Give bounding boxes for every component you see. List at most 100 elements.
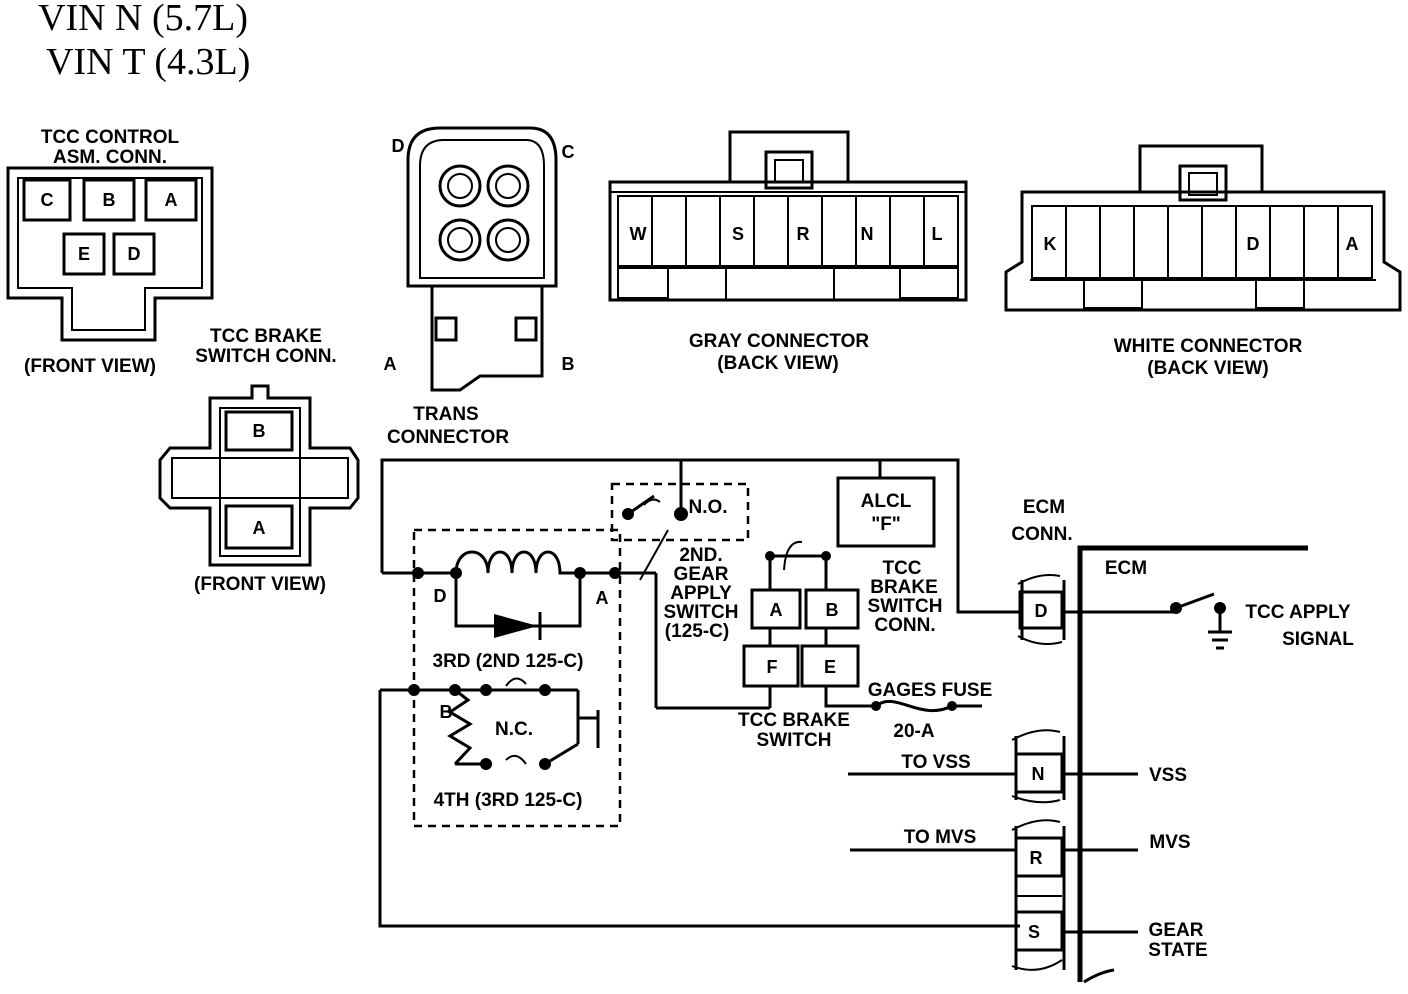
no-switch-dashed-box bbox=[610, 482, 750, 542]
to-vss-label: TO VSS bbox=[901, 752, 970, 773]
node-third-contact-2 bbox=[539, 684, 551, 696]
trans-connector: D C A B TRANS CONNECTOR bbox=[384, 126, 575, 448]
node-fourth-contact-2 bbox=[539, 758, 551, 770]
trans-cavity-b-inner bbox=[495, 227, 521, 253]
white-conn-title-2: (BACK VIEW) bbox=[1147, 358, 1268, 379]
brake-conn-title-2: SWITCH CONN. bbox=[195, 346, 336, 367]
trans-cavity-a bbox=[438, 218, 482, 262]
gray-pin-w-label: W bbox=[630, 224, 647, 244]
brake-switch-top-wires bbox=[768, 554, 828, 590]
white-cavity bbox=[1337, 205, 1373, 279]
no-switch-arrow bbox=[643, 498, 661, 506]
gear-state-label-1: GEAR bbox=[1149, 920, 1204, 941]
gray-conn-latch bbox=[764, 150, 814, 190]
trans-cavity-d bbox=[438, 164, 482, 208]
resistor-b-label: B bbox=[440, 702, 453, 722]
trans-conn-title-1: TRANS bbox=[413, 404, 478, 425]
white-connector: K D A WHITE CONNECTOR (BACK VIEW) bbox=[1004, 144, 1402, 379]
ecm-conn-label-2: CONN. bbox=[1011, 524, 1072, 545]
ecm-conn-label-1: ECM bbox=[1023, 497, 1065, 518]
tcc-pin-b bbox=[82, 178, 136, 222]
node-third-left bbox=[408, 684, 420, 696]
gray-cavity bbox=[685, 195, 721, 267]
gray-pin-r-label: R bbox=[797, 224, 810, 244]
tcc-schematic: ALCL "F" N.O. 2ND. GEAR APPLY SWITCH (12… bbox=[378, 458, 1354, 984]
fourth-switch-label: 4TH (3RD 125-C) bbox=[434, 790, 583, 811]
trans-cavity-d-inner bbox=[447, 173, 473, 199]
brake-conn-horizontal-inner bbox=[171, 457, 349, 499]
gear-switch-label-4: SWITCH bbox=[664, 602, 739, 623]
white-conn-body bbox=[1004, 190, 1402, 312]
brake-switch-label-1: TCC BRAKE bbox=[738, 710, 850, 731]
gear-switch-label-5: (125-C) bbox=[665, 621, 729, 642]
resistor-b bbox=[447, 688, 473, 766]
gray-conn-cavities bbox=[617, 195, 959, 267]
tcc-control-title-1: TCC CONTROL bbox=[41, 127, 180, 148]
gray-pin-n-label: N bbox=[861, 224, 874, 244]
gray-pin-l-label: L bbox=[932, 224, 943, 244]
ecm-connector-bottom: N R S bbox=[1011, 729, 1066, 971]
brake-conn-title-1: TCC BRAKE bbox=[210, 326, 322, 347]
gear-switch-label-1: 2ND. bbox=[679, 545, 722, 566]
white-conn-title-1: WHITE CONNECTOR bbox=[1114, 336, 1303, 357]
alcl-box bbox=[836, 476, 936, 548]
brake-conn-vertical-inner bbox=[219, 407, 301, 557]
brake-conn-pin-a-label: A bbox=[253, 518, 266, 538]
white-cavity bbox=[1201, 205, 1237, 279]
ecm-pin-r-box bbox=[1014, 836, 1064, 878]
brake-pin-e-box bbox=[800, 644, 860, 688]
brake-pin-f-label: F bbox=[767, 657, 778, 677]
trans-conn-body bbox=[406, 126, 558, 288]
brake-pin-e-label: E bbox=[824, 657, 836, 677]
trans-conn-title-2: CONNECTOR bbox=[387, 427, 509, 448]
ecm-conn-top-body bbox=[1020, 580, 1066, 640]
alcl-label-1: ALCL bbox=[861, 491, 912, 512]
gray-connector: W S R N L GRAY CONNECTOR (BACK VIEW) bbox=[608, 130, 968, 374]
gear-switch-label-2: GEAR bbox=[674, 564, 729, 585]
white-pin-a-label: A bbox=[1346, 234, 1359, 254]
wire-top-bus bbox=[380, 458, 1020, 614]
tcc-pin-a bbox=[144, 178, 198, 222]
trans-pin-c-label: C bbox=[562, 142, 575, 162]
white-cavity bbox=[1269, 205, 1305, 279]
fourth-switch-arrow bbox=[505, 754, 527, 765]
ecm-pin-s-label: S bbox=[1028, 922, 1040, 942]
node-solenoid-d-outer bbox=[412, 567, 424, 579]
tcc-pin-d bbox=[112, 232, 156, 276]
white-conn-latch-inner bbox=[1188, 172, 1218, 196]
vin-line-2: VIN T (4.3L) bbox=[46, 41, 250, 83]
tcc-control-inner-outline bbox=[17, 177, 203, 331]
trans-cavity-c-inner bbox=[495, 173, 521, 199]
third-switch-label: 3RD (2ND 125-C) bbox=[433, 651, 584, 672]
wire-gear-state bbox=[378, 690, 1020, 928]
fuse-label-2: 20-A bbox=[893, 721, 934, 742]
tcc-pin-c-label: C bbox=[41, 190, 54, 210]
brake-conn-label-1: TCC bbox=[882, 558, 921, 579]
gray-cavity bbox=[821, 195, 857, 267]
trans-cavity-a-inner bbox=[447, 227, 473, 253]
brake-conn-label-4: CONN. bbox=[874, 615, 935, 636]
trans-pin-a-label: A bbox=[384, 354, 397, 374]
solenoid-coil bbox=[454, 550, 562, 575]
brake-node-right bbox=[821, 551, 831, 561]
brake-switch-arrow bbox=[783, 540, 803, 571]
gray-conn-foot-left bbox=[617, 267, 669, 299]
node-solenoid-a-outer bbox=[609, 567, 621, 579]
brake-pin-a-box bbox=[750, 588, 802, 630]
trans-internal-dashed-box bbox=[412, 528, 622, 828]
brake-conn-pin-a bbox=[224, 504, 294, 550]
tcc-pin-a-label: A bbox=[165, 190, 178, 210]
gray-cavity bbox=[651, 195, 687, 267]
fuse-symbol bbox=[875, 699, 953, 713]
white-pin-d-label: D bbox=[1247, 234, 1260, 254]
fuse-label-1: GAGES FUSE bbox=[868, 680, 993, 701]
white-pin-k-label: K bbox=[1044, 234, 1057, 254]
wire-brake-e-to-fuse bbox=[824, 686, 874, 708]
brake-pin-a-label: A bbox=[770, 600, 783, 620]
white-conn-foot-right bbox=[1255, 279, 1305, 309]
tcc-control-outline bbox=[6, 166, 214, 342]
gray-cavity bbox=[923, 195, 959, 267]
ecm-conn-low-caps bbox=[1011, 819, 1063, 971]
tcc-pin-c bbox=[22, 178, 72, 222]
